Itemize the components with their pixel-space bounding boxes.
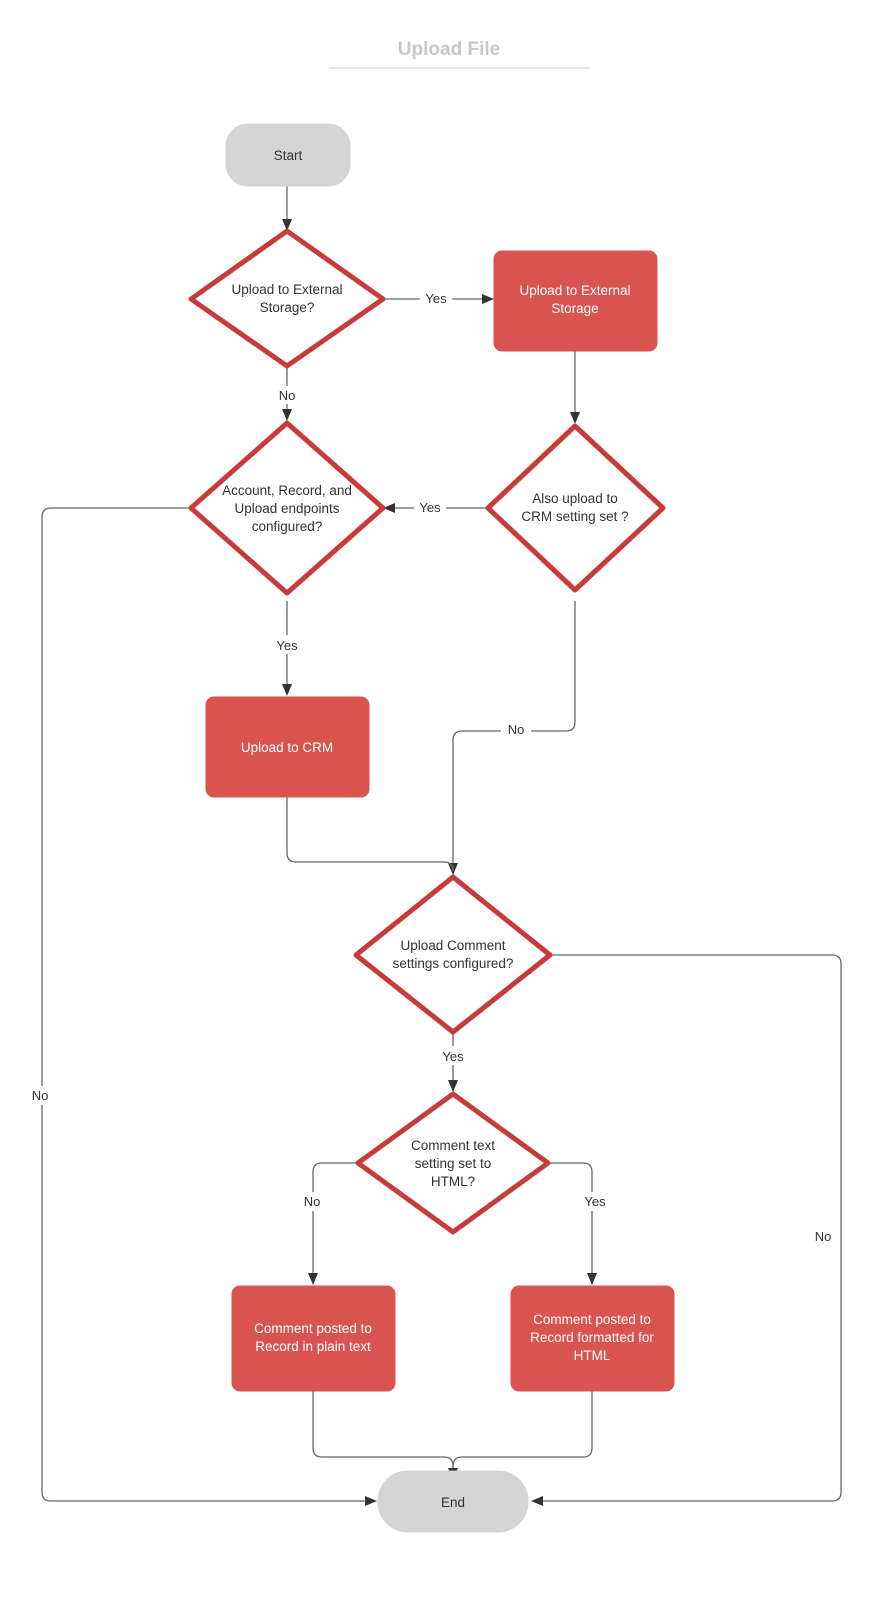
edge-crm-box-to-comment-q [286, 797, 454, 872]
upload-external-question-label-1: Upload to External [231, 282, 342, 297]
edge-label-comment-settings-no: No [815, 1229, 832, 1244]
upload-external-question-shape [188, 228, 386, 369]
upload-external-storage-label-2: Storage [551, 301, 598, 316]
edge-label-external-yes: Yes [425, 291, 447, 306]
also-crm-question-label-1: Also upload to [532, 491, 618, 506]
arrowhead-external-box-to-crm-q [570, 412, 580, 424]
comment-html-question-shape [355, 1091, 551, 1235]
node-comment-settings-question[interactable]: Upload Comment settings configured? [353, 874, 553, 1035]
edge-label-comment-settings-yes: Yes [442, 1049, 464, 1064]
arrowhead-endpoints-no [365, 1496, 377, 1506]
edge-label-crm-yes: Yes [419, 500, 441, 515]
edge-comment-html-yes [549, 1162, 593, 1276]
edge-label-bg-external-no [272, 386, 302, 404]
edge-html-to-end [452, 1391, 593, 1471]
arrowhead-start-to-external-q [282, 219, 292, 231]
edge-label-bg-comment-settings-yes [437, 1046, 469, 1065]
edge-label-bg-comment-html-no [297, 1192, 327, 1211]
node-comment-html-text[interactable]: Comment posted to Record formatted for H… [510, 1285, 675, 1392]
start-shape [225, 123, 351, 187]
node-upload-crm[interactable]: Upload to CRM [205, 696, 370, 798]
comment-html-text-shape [510, 1285, 675, 1392]
node-end[interactable]: End [377, 1470, 529, 1533]
node-upload-external-question[interactable]: Upload to External Storage? [188, 228, 386, 369]
edge-plain-to-end [312, 1391, 454, 1471]
edge-label-comment-html-no: No [304, 1194, 321, 1209]
node-endpoints-question[interactable]: Account, Record, and Upload endpoints co… [188, 420, 386, 596]
arrowhead-comment-settings-no [531, 1496, 543, 1506]
end-shape [377, 1470, 529, 1533]
comment-plain-text-label-1: Comment posted to [254, 1321, 372, 1336]
upload-external-storage-shape [493, 250, 658, 352]
edge-label-crm-no: No [508, 722, 525, 737]
edge-label-bg-external-yes [420, 289, 452, 308]
comment-html-text-label-1: Comment posted to [533, 1312, 651, 1327]
end-label: End [441, 1495, 465, 1510]
edge-label-bg-endpoints-yes [271, 635, 303, 654]
arrowhead-external-q-no [282, 409, 292, 421]
edge-label-bg-endpoints-no [25, 1086, 55, 1105]
diagram-title-group: Upload File [329, 39, 590, 69]
comment-html-text-label-3: HTML [574, 1348, 611, 1363]
edge-label-comment-html-yes: Yes [584, 1194, 606, 1209]
comment-html-question-label-1: Comment text [411, 1138, 495, 1153]
node-start[interactable]: Start [225, 123, 351, 187]
edge-label-bg-comment-settings-no [808, 1227, 838, 1246]
edge-label-endpoints-yes: Yes [276, 638, 298, 653]
upload-crm-shape [205, 696, 370, 798]
edge-comment-settings-no [540, 954, 842, 1502]
endpoints-question-label-2: Upload endpoints [234, 501, 339, 516]
comment-html-question-label-2: setting set to [415, 1156, 492, 1171]
start-label: Start [274, 148, 303, 163]
arrowhead-external-q-yes [482, 294, 494, 304]
comment-html-question-label-3: HTML? [431, 1174, 475, 1189]
upload-external-storage-label-1: Upload to External [519, 283, 630, 298]
endpoints-question-label-3: configured? [252, 519, 323, 534]
edge-label-bg-crm-yes [414, 498, 446, 517]
arrowhead-comment-settings-yes [448, 1080, 458, 1092]
arrowhead-comment-html-yes [587, 1273, 597, 1285]
edge-label-bg-crm-no [501, 720, 531, 739]
endpoints-question-shape [188, 420, 386, 596]
arrowhead-endpoints-yes [282, 684, 292, 696]
edge-comment-html-no [312, 1162, 357, 1276]
page-title: Upload File [398, 39, 500, 60]
node-also-crm-question[interactable]: Also upload to CRM setting set ? [485, 423, 666, 593]
also-crm-question-shape [485, 423, 666, 593]
upload-crm-label: Upload to CRM [241, 740, 333, 755]
comment-settings-question-label-1: Upload Comment [400, 938, 505, 953]
edge-label-endpoints-no: No [32, 1088, 49, 1103]
arrowhead-crm-q-yes [383, 503, 395, 513]
node-comment-plain-text[interactable]: Comment posted to Record in plain text [231, 1285, 396, 1392]
comment-html-text-label-2: Record formatted for [530, 1330, 654, 1345]
node-comment-html-question[interactable]: Comment text setting set to HTML? [355, 1091, 551, 1235]
comment-plain-text-shape [231, 1285, 396, 1392]
comment-plain-text-label-2: Record in plain text [255, 1339, 371, 1354]
edge-endpoints-no [41, 507, 368, 1502]
endpoints-question-label-1: Account, Record, and [222, 483, 352, 498]
edge-layer: Upload to External Storage --> Yes Accou… [25, 186, 842, 1506]
arrowhead-comment-html-no [308, 1273, 318, 1285]
node-upload-external-storage[interactable]: Upload to External Storage [493, 250, 658, 352]
comment-settings-question-label-2: settings configured? [393, 956, 514, 971]
also-crm-question-label-2: CRM setting set ? [521, 509, 628, 524]
comment-settings-question-shape [353, 874, 553, 1035]
edge-label-bg-comment-html-yes [576, 1192, 608, 1211]
edge-label-external-no: No [279, 388, 296, 403]
upload-external-question-label-2: Storage? [260, 300, 315, 315]
